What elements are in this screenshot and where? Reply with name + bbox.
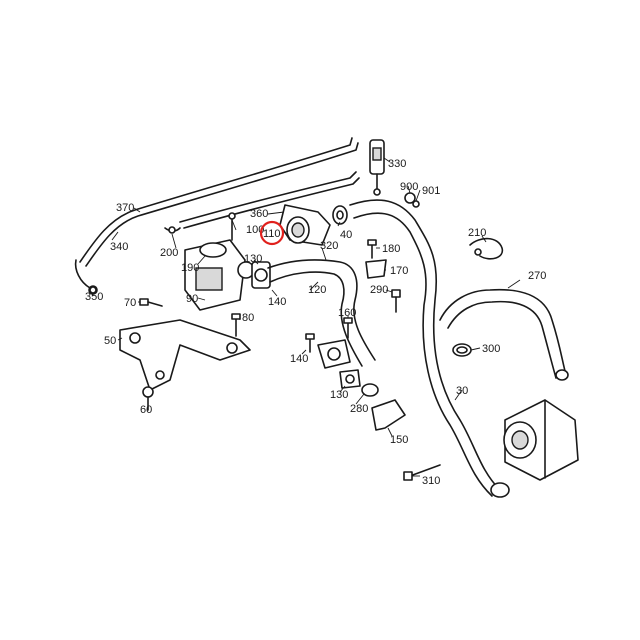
pipe-120 xyxy=(267,259,376,367)
callout-130[interactable]: 130 xyxy=(244,253,262,265)
clamp-300 xyxy=(452,343,472,357)
clip-210 xyxy=(469,237,504,260)
bolt-140b xyxy=(305,333,315,353)
leader-lines xyxy=(92,157,521,477)
bracket-150 xyxy=(371,399,406,431)
callout-180[interactable]: 180 xyxy=(382,243,400,255)
callout-330[interactable]: 330 xyxy=(388,158,406,170)
callout-120[interactable]: 120 xyxy=(308,284,326,296)
callout-30[interactable]: 30 xyxy=(456,385,468,397)
fitting-900-901 xyxy=(404,192,420,208)
bracket-170 xyxy=(365,259,387,279)
pump-assembly xyxy=(503,399,579,481)
hose-upper xyxy=(349,199,510,498)
callout-140-lower[interactable]: 140 xyxy=(290,353,308,365)
hose-270 xyxy=(439,288,569,381)
callout-270[interactable]: 270 xyxy=(528,270,546,282)
callout-labels: 330 900 901 370 360 110 40 100 200 340 1… xyxy=(85,158,546,487)
callout-200[interactable]: 200 xyxy=(160,247,178,259)
callout-140-upper[interactable]: 140 xyxy=(268,296,286,308)
part-100 xyxy=(228,212,236,241)
bracket-50 xyxy=(119,319,251,391)
flange-140 xyxy=(317,339,351,369)
callout-80[interactable]: 80 xyxy=(242,312,254,324)
sensor-330 xyxy=(369,139,385,196)
callout-320[interactable]: 320 xyxy=(320,240,338,252)
part-280 xyxy=(361,383,379,397)
callout-190[interactable]: 190 xyxy=(181,262,199,274)
callout-280[interactable]: 280 xyxy=(350,403,368,415)
callout-360[interactable]: 360 xyxy=(250,208,268,220)
callout-40[interactable]: 40 xyxy=(340,229,352,241)
callout-210[interactable]: 210 xyxy=(468,227,486,239)
bolt-70 xyxy=(139,298,163,307)
pipe-370 xyxy=(79,137,360,267)
callout-290[interactable]: 290 xyxy=(370,284,388,296)
callout-170[interactable]: 170 xyxy=(390,265,408,277)
callout-130-lower[interactable]: 130 xyxy=(330,389,348,401)
callout-340[interactable]: 340 xyxy=(110,241,128,253)
callout-50[interactable]: 50 xyxy=(104,335,116,347)
clamp-40 xyxy=(332,205,348,225)
callout-300[interactable]: 300 xyxy=(482,343,500,355)
callout-310[interactable]: 310 xyxy=(422,475,440,487)
bolt-60 xyxy=(142,386,154,411)
egr-valve-body xyxy=(184,239,255,311)
bolt-180 xyxy=(367,239,377,259)
part-200 xyxy=(164,226,181,234)
callout-350[interactable]: 350 xyxy=(85,291,103,303)
callout-90[interactable]: 90 xyxy=(186,293,198,305)
callout-900[interactable]: 900 xyxy=(400,181,418,193)
callout-60[interactable]: 60 xyxy=(140,404,152,416)
callout-160[interactable]: 160 xyxy=(338,307,356,319)
gasket-130 xyxy=(251,261,271,289)
fitting-350 xyxy=(89,286,97,294)
callout-70[interactable]: 70 xyxy=(124,297,136,309)
component-110 xyxy=(279,204,331,246)
callout-110[interactable]: 110 xyxy=(263,228,281,240)
callout-100[interactable]: 100 xyxy=(246,224,264,236)
highlight-ring-110 xyxy=(259,220,285,246)
callout-901[interactable]: 901 xyxy=(422,185,440,197)
bolt-80 xyxy=(231,313,241,337)
callout-150[interactable]: 150 xyxy=(390,434,408,446)
bolt-290 xyxy=(391,289,401,313)
callout-370[interactable]: 370 xyxy=(116,202,134,214)
gasket-130b xyxy=(339,369,361,389)
